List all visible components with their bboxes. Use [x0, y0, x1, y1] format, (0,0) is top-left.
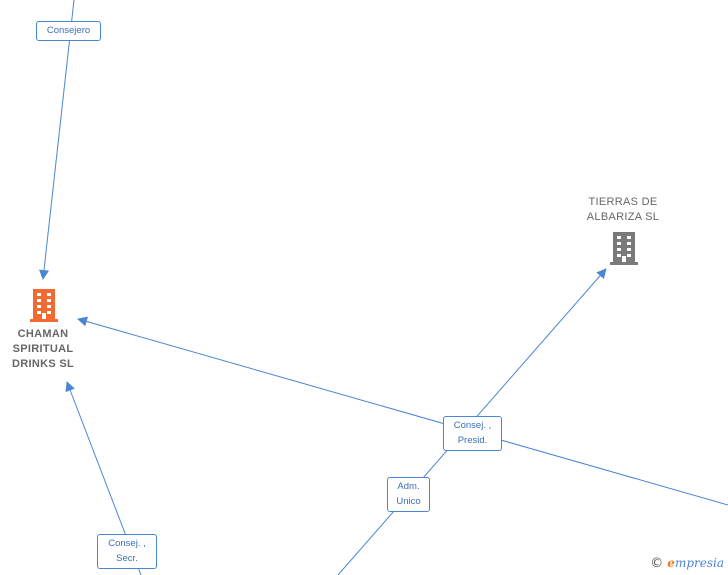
- edge-consej-presid: [77, 316, 728, 506]
- chaman-building-icon[interactable]: [29, 287, 59, 323]
- tierras-node-label[interactable]: TIERRAS DE ALBARIZA SL: [586, 196, 660, 223]
- brand-initial: e: [667, 556, 675, 570]
- chaman-node-label[interactable]: CHAMAN SPIRITUAL DRINKS SL: [12, 328, 74, 370]
- tierras-building-icon[interactable]: [609, 230, 639, 266]
- edge-consejero: [39, 0, 75, 280]
- edge-label-consej-secr[interactable]: Consej. , Secr.: [97, 534, 157, 569]
- copyright-icon: ©: [650, 556, 664, 571]
- empresia-watermark: ©empresia: [650, 556, 724, 571]
- edge-label-adm-unico[interactable]: Adm. Unico: [387, 477, 430, 512]
- brand-rest: mpresia: [674, 556, 724, 570]
- edge-label-consejero[interactable]: Consejero: [36, 21, 101, 41]
- edge-label-consej-presid[interactable]: Consej. , Presid.: [443, 416, 502, 451]
